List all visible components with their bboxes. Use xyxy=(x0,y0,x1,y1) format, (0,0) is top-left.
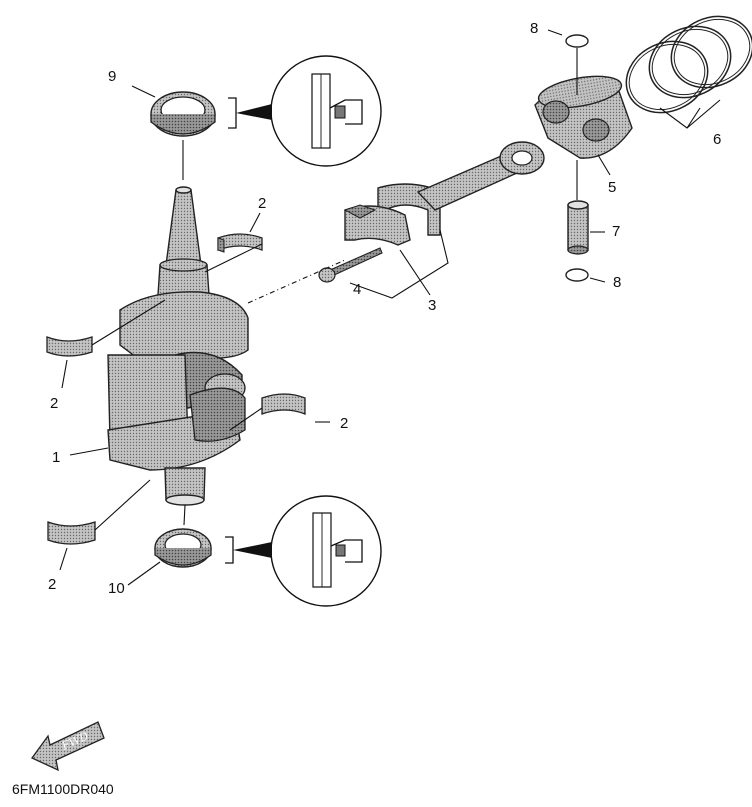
detail-circle-upper xyxy=(228,55,382,167)
callout-1: 1 xyxy=(52,449,60,466)
callout-4: 4 xyxy=(353,281,361,298)
callout-10: 10 xyxy=(108,580,125,597)
callout-2-upper-right: 2 xyxy=(258,195,266,212)
callout-9: 9 xyxy=(108,68,116,85)
rod-bolt xyxy=(318,247,383,283)
bearing-upper-right xyxy=(217,233,263,253)
leader-seal-lower-axis xyxy=(183,504,186,526)
clip-lower xyxy=(565,268,589,282)
connecting-rod xyxy=(377,141,545,236)
callout-7: 7 xyxy=(612,223,620,240)
bearing-upper-left xyxy=(46,336,93,357)
piston xyxy=(534,75,633,159)
callout-5: 5 xyxy=(608,179,616,196)
fwd-arrow-icon: FWD xyxy=(31,721,105,772)
piston-pin xyxy=(567,200,589,255)
callout-8-lower: 8 xyxy=(613,274,621,291)
detail-circle-lower xyxy=(225,495,382,607)
callout-3: 3 xyxy=(428,297,436,314)
leader-rod xyxy=(399,249,431,296)
piston-rings xyxy=(625,15,752,114)
callout-6: 6 xyxy=(713,131,721,148)
crankshaft xyxy=(107,186,249,506)
leader-bearing-d xyxy=(94,479,151,531)
leader-bearing-a xyxy=(204,243,263,273)
oil-seal-lower xyxy=(154,528,212,568)
callout-2-lower-right: 2 xyxy=(340,415,348,432)
callout-2-upper-left: 2 xyxy=(50,395,58,412)
diagram-code: 6FM1100DR040 xyxy=(12,781,114,797)
leader-bearing-b xyxy=(91,299,166,346)
callout-8-upper: 8 xyxy=(530,20,538,37)
bearing-lower-right xyxy=(261,393,306,415)
oil-seal-upper xyxy=(150,91,216,137)
axis-rod xyxy=(247,259,346,304)
leader-bearing-c xyxy=(229,407,263,431)
callout-2-lower-left: 2 xyxy=(48,576,56,593)
bearing-lower-left xyxy=(47,521,96,545)
clip-upper xyxy=(565,34,589,48)
connecting-rod-cap xyxy=(343,204,411,246)
